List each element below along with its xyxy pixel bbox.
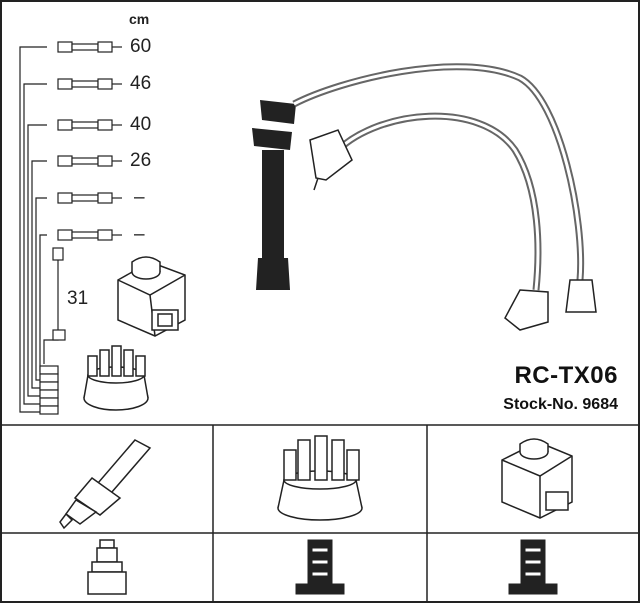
lead-connector-6 xyxy=(57,229,122,241)
unit-label: cm xyxy=(129,11,150,27)
model-number: RC-TX06 xyxy=(514,362,618,389)
length-label-6: – xyxy=(134,224,145,245)
coil-lead-bottom-boot xyxy=(52,329,66,341)
length-label-5: – xyxy=(134,187,145,208)
distributor-cap-large-icon xyxy=(277,435,363,521)
length-label-3: 40 xyxy=(130,114,152,135)
spark-plug-terminal-icon xyxy=(87,539,127,595)
stock-number: Stock-No. 9684 xyxy=(503,396,618,413)
distributor-cap-icon xyxy=(83,345,149,411)
lead-connectors xyxy=(39,41,122,415)
cable-set-illustration xyxy=(252,63,597,331)
lead-connector-40 xyxy=(57,119,122,131)
length-label-4: 26 xyxy=(130,150,152,171)
cable-set-schematic xyxy=(19,46,59,413)
coil-lead-length: 31 xyxy=(67,288,89,309)
length-label-1: 60 xyxy=(130,36,152,57)
ignition-coil-icon xyxy=(117,256,186,337)
plug-boot xyxy=(504,289,549,331)
boot-cap xyxy=(260,100,296,124)
bundle-end-terminals xyxy=(39,365,59,415)
lead-connector-46 xyxy=(57,78,122,90)
long-spark-boot xyxy=(262,150,284,258)
lead-connector-5 xyxy=(57,192,122,204)
lead-connector-60 xyxy=(57,41,122,53)
ignition-coil-large-icon xyxy=(501,438,573,519)
lead-connector-26 xyxy=(57,155,122,167)
spark-plug-icon xyxy=(59,439,152,530)
distributor-terminal-icon xyxy=(295,539,345,595)
coil-boot xyxy=(565,279,597,313)
length-label-2: 46 xyxy=(130,73,152,94)
coil-lead-top-boot xyxy=(52,247,64,261)
coil-terminal-icon xyxy=(508,539,558,595)
angled-boot xyxy=(309,129,353,181)
